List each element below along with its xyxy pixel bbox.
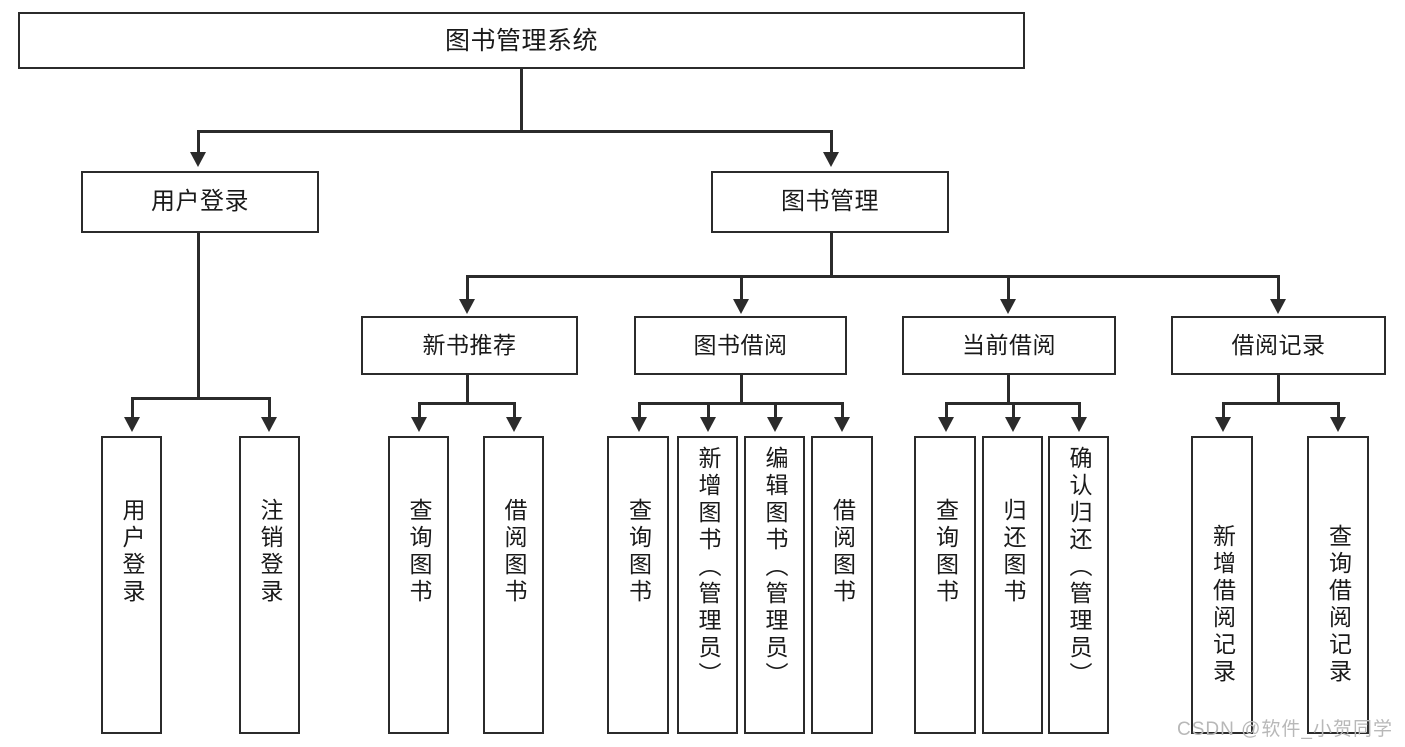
connector-drop-nb-borrow [513,402,516,419]
connector-current-borrow-stem [1007,375,1010,405]
leaf-nb-query-book[interactable]: 查询图书 [388,436,449,734]
connector-drop-leaf-user-login [131,397,134,419]
node-label: 新增图书（管理员） [695,446,721,689]
connector-book-mgmt-stem [830,233,833,278]
connector-drop-bb-query [638,402,641,419]
node-label: 图书借阅 [693,331,788,358]
connector-drop-book-borrow [740,275,743,301]
connector-book-borrow-bus [638,402,844,405]
node-user-login[interactable]: 用户登录 [81,171,319,233]
node-label: 图书管理 [781,187,879,215]
node-label: 查询借阅记录 [1325,524,1352,686]
node-label: 借阅记录 [1231,331,1326,358]
node-label: 确认归还（管理员） [1066,446,1092,689]
leaf-cb-return-book[interactable]: 归还图书 [982,436,1043,734]
leaf-cb-query-book[interactable]: 查询图书 [914,436,976,734]
arrowhead-book-borrow [733,299,749,314]
node-label: 注销登录 [257,498,283,606]
arrowhead-bb-edit [767,417,783,432]
connector-drop-bb-borrow [841,402,844,419]
arrowhead-leaf-logout [261,417,277,432]
arrowhead-cb-return [1005,417,1021,432]
watermark: CSDN @软件_小贺同学 [1177,719,1393,740]
arrowhead-leaf-user-login [124,417,140,432]
connector-drop-cb-return [1012,402,1015,419]
arrowhead-user-login [190,152,206,167]
node-book-borrow[interactable]: 图书借阅 [634,316,847,375]
leaf-bb-add-book[interactable]: 新增图书（管理员） [677,436,738,734]
connector-borrow-record-bus [1222,402,1340,405]
node-label: 借阅图书 [829,498,856,606]
node-current-borrow[interactable]: 当前借阅 [902,316,1116,375]
connector-level2-bus [197,130,833,133]
node-label: 新书推荐 [422,331,517,358]
leaf-logout[interactable]: 注销登录 [239,436,300,734]
connector-drop-new-book [466,275,469,301]
connector-book-borrow-stem [740,375,743,405]
node-label: 新增借阅记录 [1209,524,1236,686]
node-new-book-recommend[interactable]: 新书推荐 [361,316,578,375]
connector-drop-current-borrow [1007,275,1010,301]
node-label: 归还图书 [1000,498,1026,606]
node-label: 借阅图书 [501,498,527,606]
arrowhead-br-query [1330,417,1346,432]
arrowhead-new-book [459,299,475,314]
arrowhead-bb-borrow [834,417,850,432]
connector-new-book-stem [466,375,469,405]
connector-user-login-stem [197,233,200,400]
arrowhead-bb-add [700,417,716,432]
connector-drop-br-query [1337,402,1340,419]
arrowhead-cb-confirm [1071,417,1087,432]
leaf-bb-borrow-book[interactable]: 借阅图书 [811,436,873,734]
arrowhead-br-add [1215,417,1231,432]
leaf-cb-confirm-return[interactable]: 确认归还（管理员） [1048,436,1109,734]
arrowhead-book-mgmt [823,152,839,167]
leaf-user-login[interactable]: 用户登录 [101,436,162,734]
leaf-nb-borrow-book[interactable]: 借阅图书 [483,436,544,734]
connector-root-stem [520,69,523,132]
node-label: 图书管理系统 [444,26,598,55]
arrowhead-borrow-record [1270,299,1286,314]
node-borrow-record[interactable]: 借阅记录 [1171,316,1386,375]
node-book-management[interactable]: 图书管理 [711,171,949,233]
node-label: 用户登录 [119,498,145,606]
arrowhead-current-borrow [1000,299,1016,314]
leaf-br-add-record[interactable]: 新增借阅记录 [1191,436,1253,734]
arrowhead-bb-query [631,417,647,432]
connector-new-book-bus [418,402,516,405]
arrowhead-nb-query [411,417,427,432]
node-root-system[interactable]: 图书管理系统 [18,12,1025,69]
node-label: 当前借阅 [962,331,1056,358]
connector-drop-cb-query [945,402,948,419]
arrowhead-nb-borrow [506,417,522,432]
connector-drop-book-mgmt [830,130,833,154]
connector-drop-nb-query [418,402,421,419]
connector-drop-bb-edit [774,402,777,419]
node-label: 查询图书 [625,498,652,606]
node-label: 查询图书 [406,498,432,606]
leaf-br-query-record[interactable]: 查询借阅记录 [1307,436,1369,734]
node-label: 用户登录 [151,187,249,215]
connector-user-login-bus [131,397,271,400]
leaf-bb-edit-book[interactable]: 编辑图书（管理员） [744,436,805,734]
connector-drop-cb-confirm [1078,402,1081,419]
node-label: 编辑图书（管理员） [762,446,788,689]
connector-level3-bus [466,275,1280,278]
connector-drop-user-login [197,130,200,154]
connector-drop-bb-add [707,402,710,419]
arrowhead-cb-query [938,417,954,432]
leaf-bb-query-book[interactable]: 查询图书 [607,436,669,734]
connector-drop-leaf-logout [268,397,271,419]
connector-drop-br-add [1222,402,1225,419]
node-label: 查询图书 [932,498,959,606]
connector-borrow-record-stem [1277,375,1280,405]
connector-drop-borrow-record [1277,275,1280,301]
